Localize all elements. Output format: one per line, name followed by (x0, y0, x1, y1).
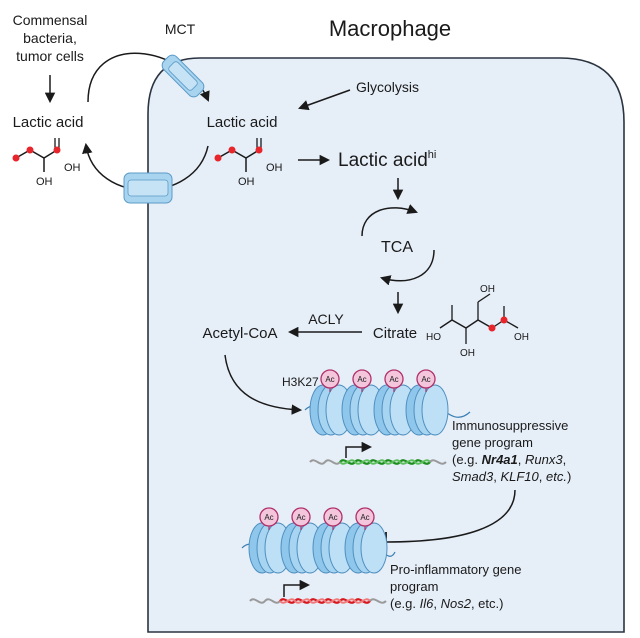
cell-title: Macrophage (329, 16, 451, 41)
oh-label: OH (460, 348, 475, 359)
source-line-1: Commensal (13, 12, 88, 28)
immuno-nr4a1: Nr4a1 (482, 452, 518, 467)
immuno-etc: etc. (546, 469, 567, 484)
immuno-line-1: Immunosuppressive (452, 418, 568, 433)
ac-label: Ac (328, 513, 337, 522)
inhibition-line (385, 489, 516, 543)
nucleosome (344, 522, 388, 574)
immuno-sep4: , (539, 469, 546, 484)
nucleosome (405, 384, 449, 436)
proinf-line-3: (e.g. Il6, Nos2, etc.) (390, 596, 503, 611)
ho-label: HO (426, 332, 441, 343)
immuno-runx3: Runx3 (525, 452, 563, 467)
immuno-klf10: KLF10 (500, 469, 539, 484)
ac-label: Ac (296, 513, 305, 522)
lactic-acid-hi-sup: hi (428, 149, 437, 161)
proinf-eg: (e.g. (390, 596, 420, 611)
proinf-line-1: Pro-inflammatory gene (390, 562, 522, 577)
ac-label: Ac (264, 513, 273, 522)
acetyl-coa-label: Acetyl-CoA (202, 325, 277, 342)
immuno-eg: (e.g. (452, 452, 482, 467)
lactic-acid-hi-main: Lactic acid (338, 150, 428, 171)
tca-label: TCA (381, 239, 413, 256)
immuno-line-2: gene program (452, 435, 533, 450)
acetylation-arrow (224, 354, 303, 415)
chromatin-upper (304, 384, 471, 436)
ac-label: Ac (360, 513, 369, 522)
proinf-nos2: Nos2 (441, 596, 472, 611)
tca-cycle-arc-top (361, 204, 418, 237)
immuno-line-3: (e.g. Nr4a1, Runx3, (452, 452, 566, 467)
oh-label: OH (480, 284, 495, 295)
acly-label: ACLY (308, 311, 344, 327)
mct-transporter-top (161, 54, 205, 98)
lactate-molecule-outside: OH OH (12, 138, 81, 188)
glycolysis-label: Glycolysis (356, 79, 419, 95)
citrate-label: Citrate (373, 325, 417, 342)
lactic-acid-inside-label: Lactic acid (207, 114, 278, 131)
ac-label: Ac (357, 375, 366, 384)
pro-inflammatory-gene (249, 579, 387, 604)
immuno-sep1: , (518, 452, 525, 467)
source-line-2: bacteria, (23, 30, 77, 46)
oh-label: OH (64, 162, 81, 174)
source-line-3: tumor cells (16, 48, 84, 64)
proinf-sep: , (433, 596, 440, 611)
immuno-line-4: Smad3, KLF10, etc.) (452, 469, 571, 484)
tca-cycle-arc-bottom (379, 249, 435, 286)
mct-label: MCT (165, 21, 196, 37)
oh-label: OH (514, 332, 529, 343)
mct-transporter-bottom (123, 172, 173, 204)
proinf-il6: Il6 (420, 596, 435, 611)
lactic-acid-outside-label: Lactic acid (13, 114, 84, 131)
immuno-sep3: , (493, 469, 500, 484)
chromatin-lower (241, 522, 396, 574)
glycolysis-arrow (298, 89, 351, 111)
immuno-close: ) (567, 469, 571, 484)
acetyl-marks-upper: Ac Ac Ac Ac (320, 369, 436, 392)
proinf-line-2: program (390, 579, 438, 594)
ac-label: Ac (389, 375, 398, 384)
immuno-sep2: , (563, 452, 567, 467)
ac-label: Ac (421, 375, 430, 384)
lactic-acid-hi-label: Lactic acidhi (338, 149, 436, 171)
oh-label: OH (36, 176, 53, 188)
h3k27-label: H3K27 (282, 375, 319, 389)
proinf-tail: , etc.) (471, 596, 504, 611)
lactate-molecule-inside: OH OH (214, 138, 283, 188)
immunosuppressive-gene (309, 441, 447, 465)
oh-label: OH (266, 162, 283, 174)
oh-label: OH (238, 176, 255, 188)
immuno-smad3: Smad3 (452, 469, 494, 484)
ac-label: Ac (325, 375, 334, 384)
acetyl-marks-lower: Ac Ac Ac Ac (259, 507, 375, 530)
citrate-molecule: HO OH OH OH (426, 284, 529, 359)
